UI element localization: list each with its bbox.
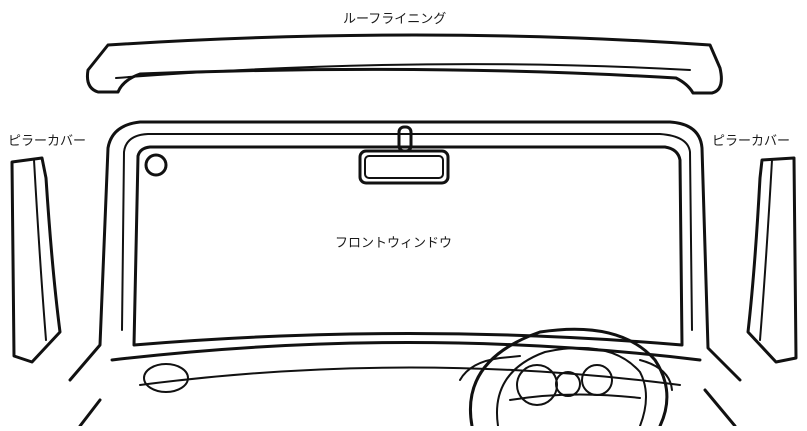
pillar-cover-left-part (10, 156, 62, 364)
steering-wheel (469, 327, 669, 428)
pillar-cover-right-label: ピラーカバー (712, 134, 791, 149)
front-window-label: フロントウィンドウ (335, 236, 453, 251)
rearview-mirror (358, 125, 450, 185)
windshield-sticker (144, 153, 168, 177)
pillar-cover-left-label: ピラーカバー (8, 134, 87, 149)
roof-lining-part (86, 33, 723, 95)
dashboard (78, 341, 737, 428)
windshield-frame (68, 120, 742, 382)
roof-lining-label: ルーフライニング (343, 12, 447, 27)
pillar-cover-right-part (746, 156, 798, 364)
